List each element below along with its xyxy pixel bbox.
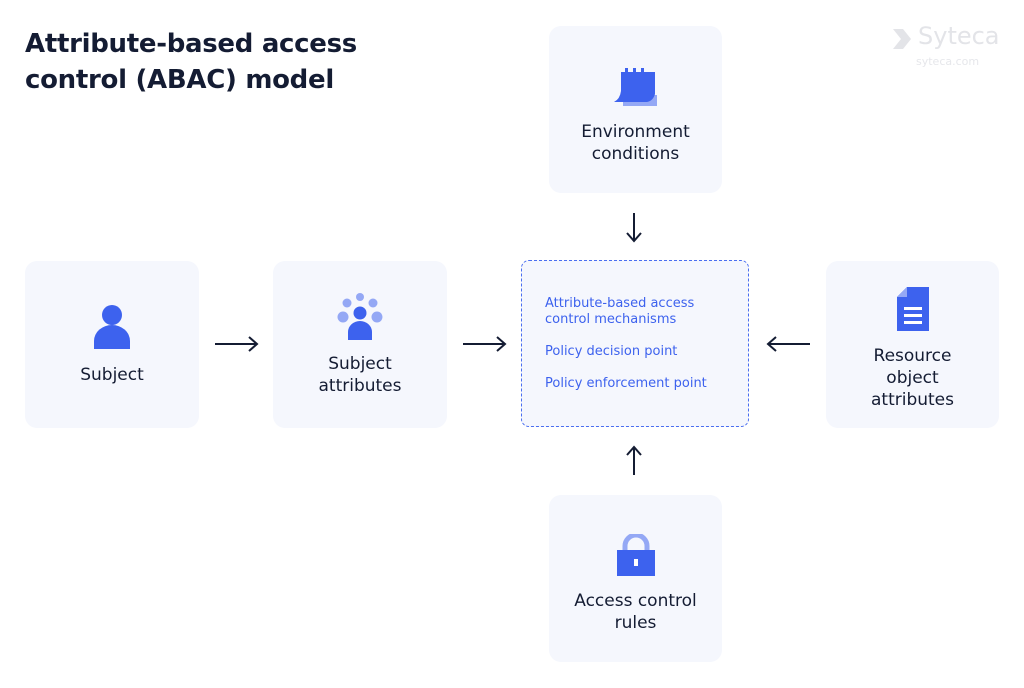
policy-enforcement-point-item: Policy enforcement point: [545, 376, 707, 391]
subject-attributes-label: Subject attributes: [318, 353, 402, 396]
lock-icon: [616, 533, 655, 576]
arrow-down-icon: [626, 213, 642, 243]
subject-node: Subject: [25, 261, 199, 428]
syteca-logo: Syteca syteca.com: [888, 22, 1008, 72]
subject-label: Subject: [80, 364, 144, 385]
arrow-up-icon: [626, 445, 642, 475]
policy-decision-point-item: Policy decision point: [545, 344, 678, 359]
chevron-right-badge-icon: [893, 29, 911, 49]
resource-object-attributes-node: Resource object attributes: [826, 261, 999, 428]
environment-conditions-node: Environment conditions: [549, 26, 722, 193]
environment-conditions-label: Environment conditions: [581, 121, 690, 164]
access-control-rules-node: Access control rules: [549, 495, 722, 662]
resource-object-attributes-label: Resource object attributes: [870, 345, 954, 410]
user-group-icon: [337, 292, 383, 340]
calendar-icon: [613, 67, 657, 106]
abac-mechanisms-item: Attribute-based access control mechanism…: [545, 296, 695, 327]
logo-name: Syteca: [918, 22, 1000, 50]
arrow-left-icon: [766, 336, 810, 352]
logo-url: syteca.com: [916, 55, 980, 68]
subject-attributes-node: Subject attributes: [273, 261, 447, 428]
abac-mechanisms-box: Attribute-based access control mechanism…: [521, 260, 749, 427]
diagram-title: Attribute-based access control (ABAC) mo…: [25, 29, 357, 95]
arrow-right-icon: [463, 336, 507, 352]
arrow-right-icon: [215, 336, 259, 352]
user-icon: [94, 304, 130, 349]
document-icon: [896, 286, 929, 331]
access-control-rules-label: Access control rules: [574, 590, 697, 633]
